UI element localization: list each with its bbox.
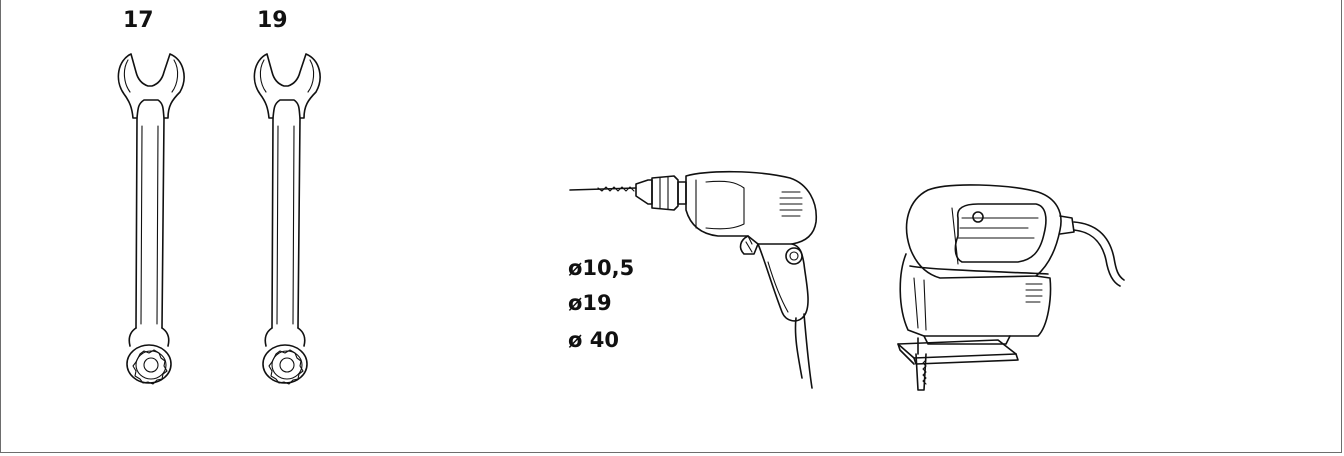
wrench-size-label-19: 19 bbox=[257, 8, 288, 33]
drill-bit-size-3: ø 40 bbox=[568, 328, 619, 352]
jigsaw-icon bbox=[897, 184, 1125, 391]
drill-bit-size-2: ø19 bbox=[568, 291, 612, 315]
drill-bit-size-1: ø10,5 bbox=[568, 256, 635, 280]
wrench-icon bbox=[117, 53, 185, 385]
drill-icon bbox=[569, 170, 817, 389]
wrench-size-label-17: 17 bbox=[123, 8, 154, 33]
wrench-icon bbox=[253, 53, 321, 385]
